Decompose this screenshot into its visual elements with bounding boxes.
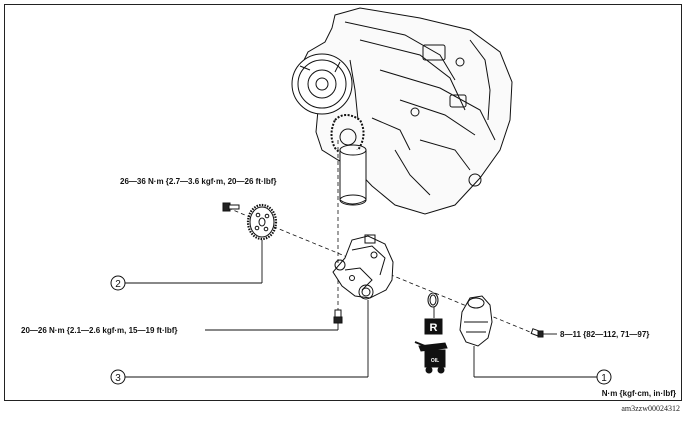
callout-3-circle	[110, 369, 126, 385]
replace-badge-box	[424, 318, 443, 335]
callout-2-circle	[110, 275, 126, 291]
oil-pump-sprocket	[246, 203, 278, 241]
o-ring	[427, 292, 439, 308]
torque-label-sprocket: 26—36 N·m {2.7—3.6 kgf·m, 20—26 ft·lbf}	[120, 177, 277, 186]
pickup-bolt	[530, 328, 544, 338]
engine-block	[291, 7, 513, 215]
oil-pump	[332, 234, 394, 300]
torque-label-pump: 20—26 N·m {2.1—2.6 kgf·m, 15—19 ft·lbf}	[21, 326, 178, 335]
oil-can-icon	[414, 341, 448, 374]
callout-2-number: 2	[115, 279, 121, 290]
replace-badge-letter: R	[430, 322, 438, 334]
units-note: N·m {kgf·cm, in·lbf}	[601, 389, 676, 398]
oil-can-label: OIL	[431, 358, 439, 364]
callout-3-number: 3	[115, 373, 121, 384]
callout-1-circle	[596, 369, 612, 385]
oil-strainer	[459, 295, 493, 347]
callout-1-number: 1	[601, 373, 607, 384]
diagram-frame	[4, 4, 682, 401]
sprocket-bolt	[222, 202, 240, 212]
pump-bolt	[333, 309, 343, 324]
torque-label-pickup: 8—11 {82—112, 71—97}	[560, 330, 649, 339]
figure-code: am3zzw00024312	[621, 404, 680, 413]
